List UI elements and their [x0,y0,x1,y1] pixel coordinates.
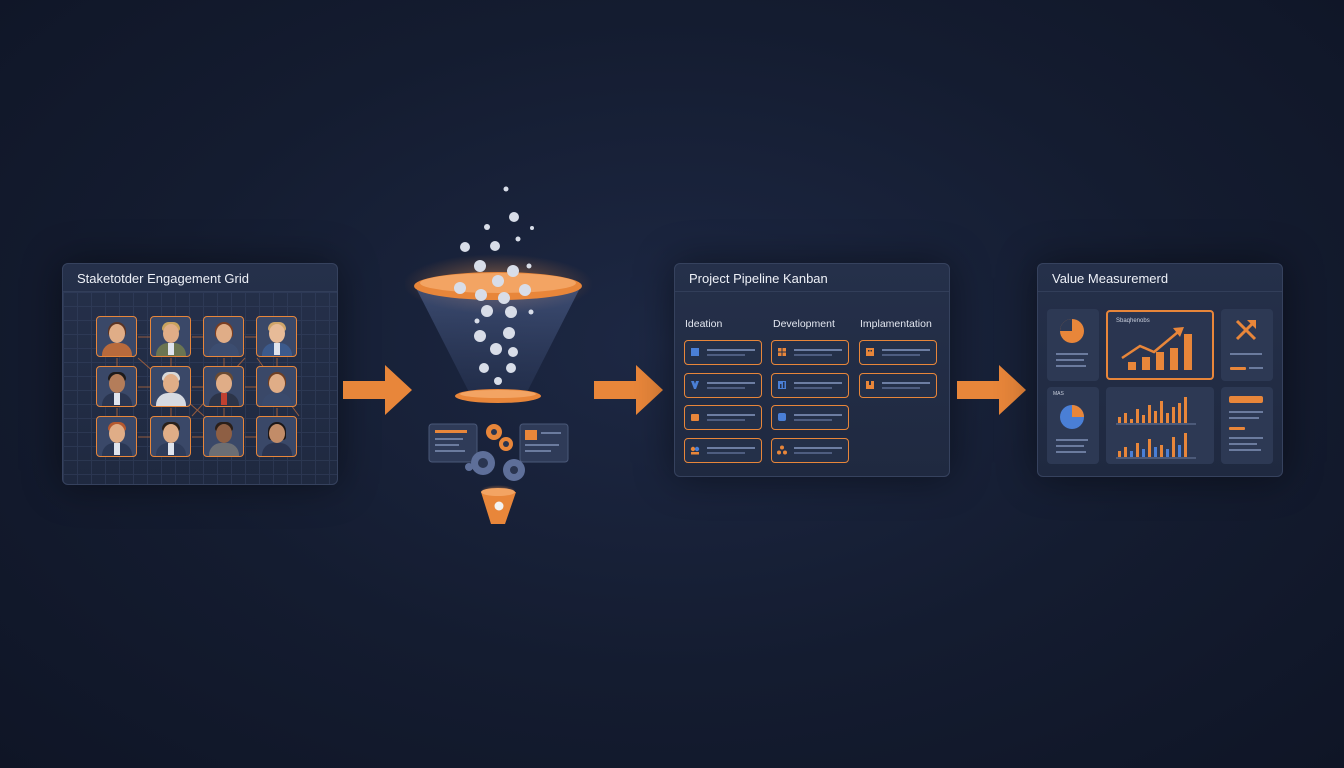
growth-card[interactable] [1221,309,1273,381]
kanban-card[interactable] [684,405,762,430]
stakeholder-avatar[interactable] [150,366,191,407]
trend-chart-card[interactable]: Sbaqhenobs [1106,310,1214,380]
stakeholder-avatar[interactable] [256,366,297,407]
flow-arrow-icon [957,365,1026,415]
stakeholder-avatar[interactable] [150,416,191,457]
bar-charts-card[interactable] [1106,387,1214,464]
stakeholder-avatar[interactable] [150,316,191,357]
network-icon [777,445,787,455]
project-pipeline-kanban-panel: Project Pipeline Kanban Ideation Develop… [674,263,950,477]
distribution-card[interactable]: MAS [1047,387,1099,464]
kanban-card[interactable] [859,373,937,398]
pie-chart-icon [1060,405,1084,429]
kanban-card[interactable] [771,438,849,463]
puzzle-icon [691,348,699,356]
kanban-card[interactable] [684,373,762,398]
stakeholder-panel-title: Staketotder Engagement Grid [63,264,337,292]
kanban-column-development: Development [773,318,835,330]
growth-arrows-icon [1235,319,1257,341]
bar-chart-icon [1116,397,1196,459]
flow-arrow-icon [343,365,412,415]
building-icon [866,348,874,356]
processing-funnel-icon [405,186,593,524]
trend-chart-icon [1121,327,1192,370]
stakeholder-engagement-panel: Staketotder Engagement Grid [62,263,338,485]
people-icon [690,446,700,455]
summary-list-card[interactable] [1221,387,1273,464]
flow-arrow-icon [594,365,663,415]
value-panel-title: Value Measuremerd [1038,264,1282,292]
stakeholder-avatar[interactable] [256,316,297,357]
distribution-label: MAS [1053,391,1064,397]
stakeholder-avatar[interactable] [203,316,244,357]
stakeholder-avatar[interactable] [96,366,137,407]
kanban-card[interactable] [684,340,762,365]
user-icon [778,413,786,421]
kanban-card[interactable] [771,405,849,430]
stakeholder-avatar[interactable] [203,416,244,457]
trend-chart-label: Sbaqhenobs [1116,318,1150,324]
box-icon [691,414,699,421]
pie-chart-card[interactable] [1047,309,1099,381]
grid-icon [778,348,786,356]
kanban-column-ideation: Ideation [685,318,723,330]
stakeholder-avatar[interactable] [96,316,137,357]
kanban-column-implementation: Implamentation [860,318,932,330]
pie-chart-icon [1060,319,1084,343]
tool-icon [691,381,699,389]
value-measurement-panel: Value Measuremerd Sbaqhenobs [1037,263,1283,477]
stakeholder-avatar[interactable] [96,416,137,457]
kanban-panel-title: Project Pipeline Kanban [675,264,949,292]
kanban-card[interactable] [859,340,937,365]
kanban-card[interactable] [684,438,762,463]
package-icon [866,381,874,389]
stakeholder-avatar[interactable] [256,416,297,457]
kanban-card[interactable] [771,373,849,398]
kanban-card[interactable] [771,340,849,365]
chart-icon [778,381,786,389]
stakeholder-avatar[interactable] [203,366,244,407]
